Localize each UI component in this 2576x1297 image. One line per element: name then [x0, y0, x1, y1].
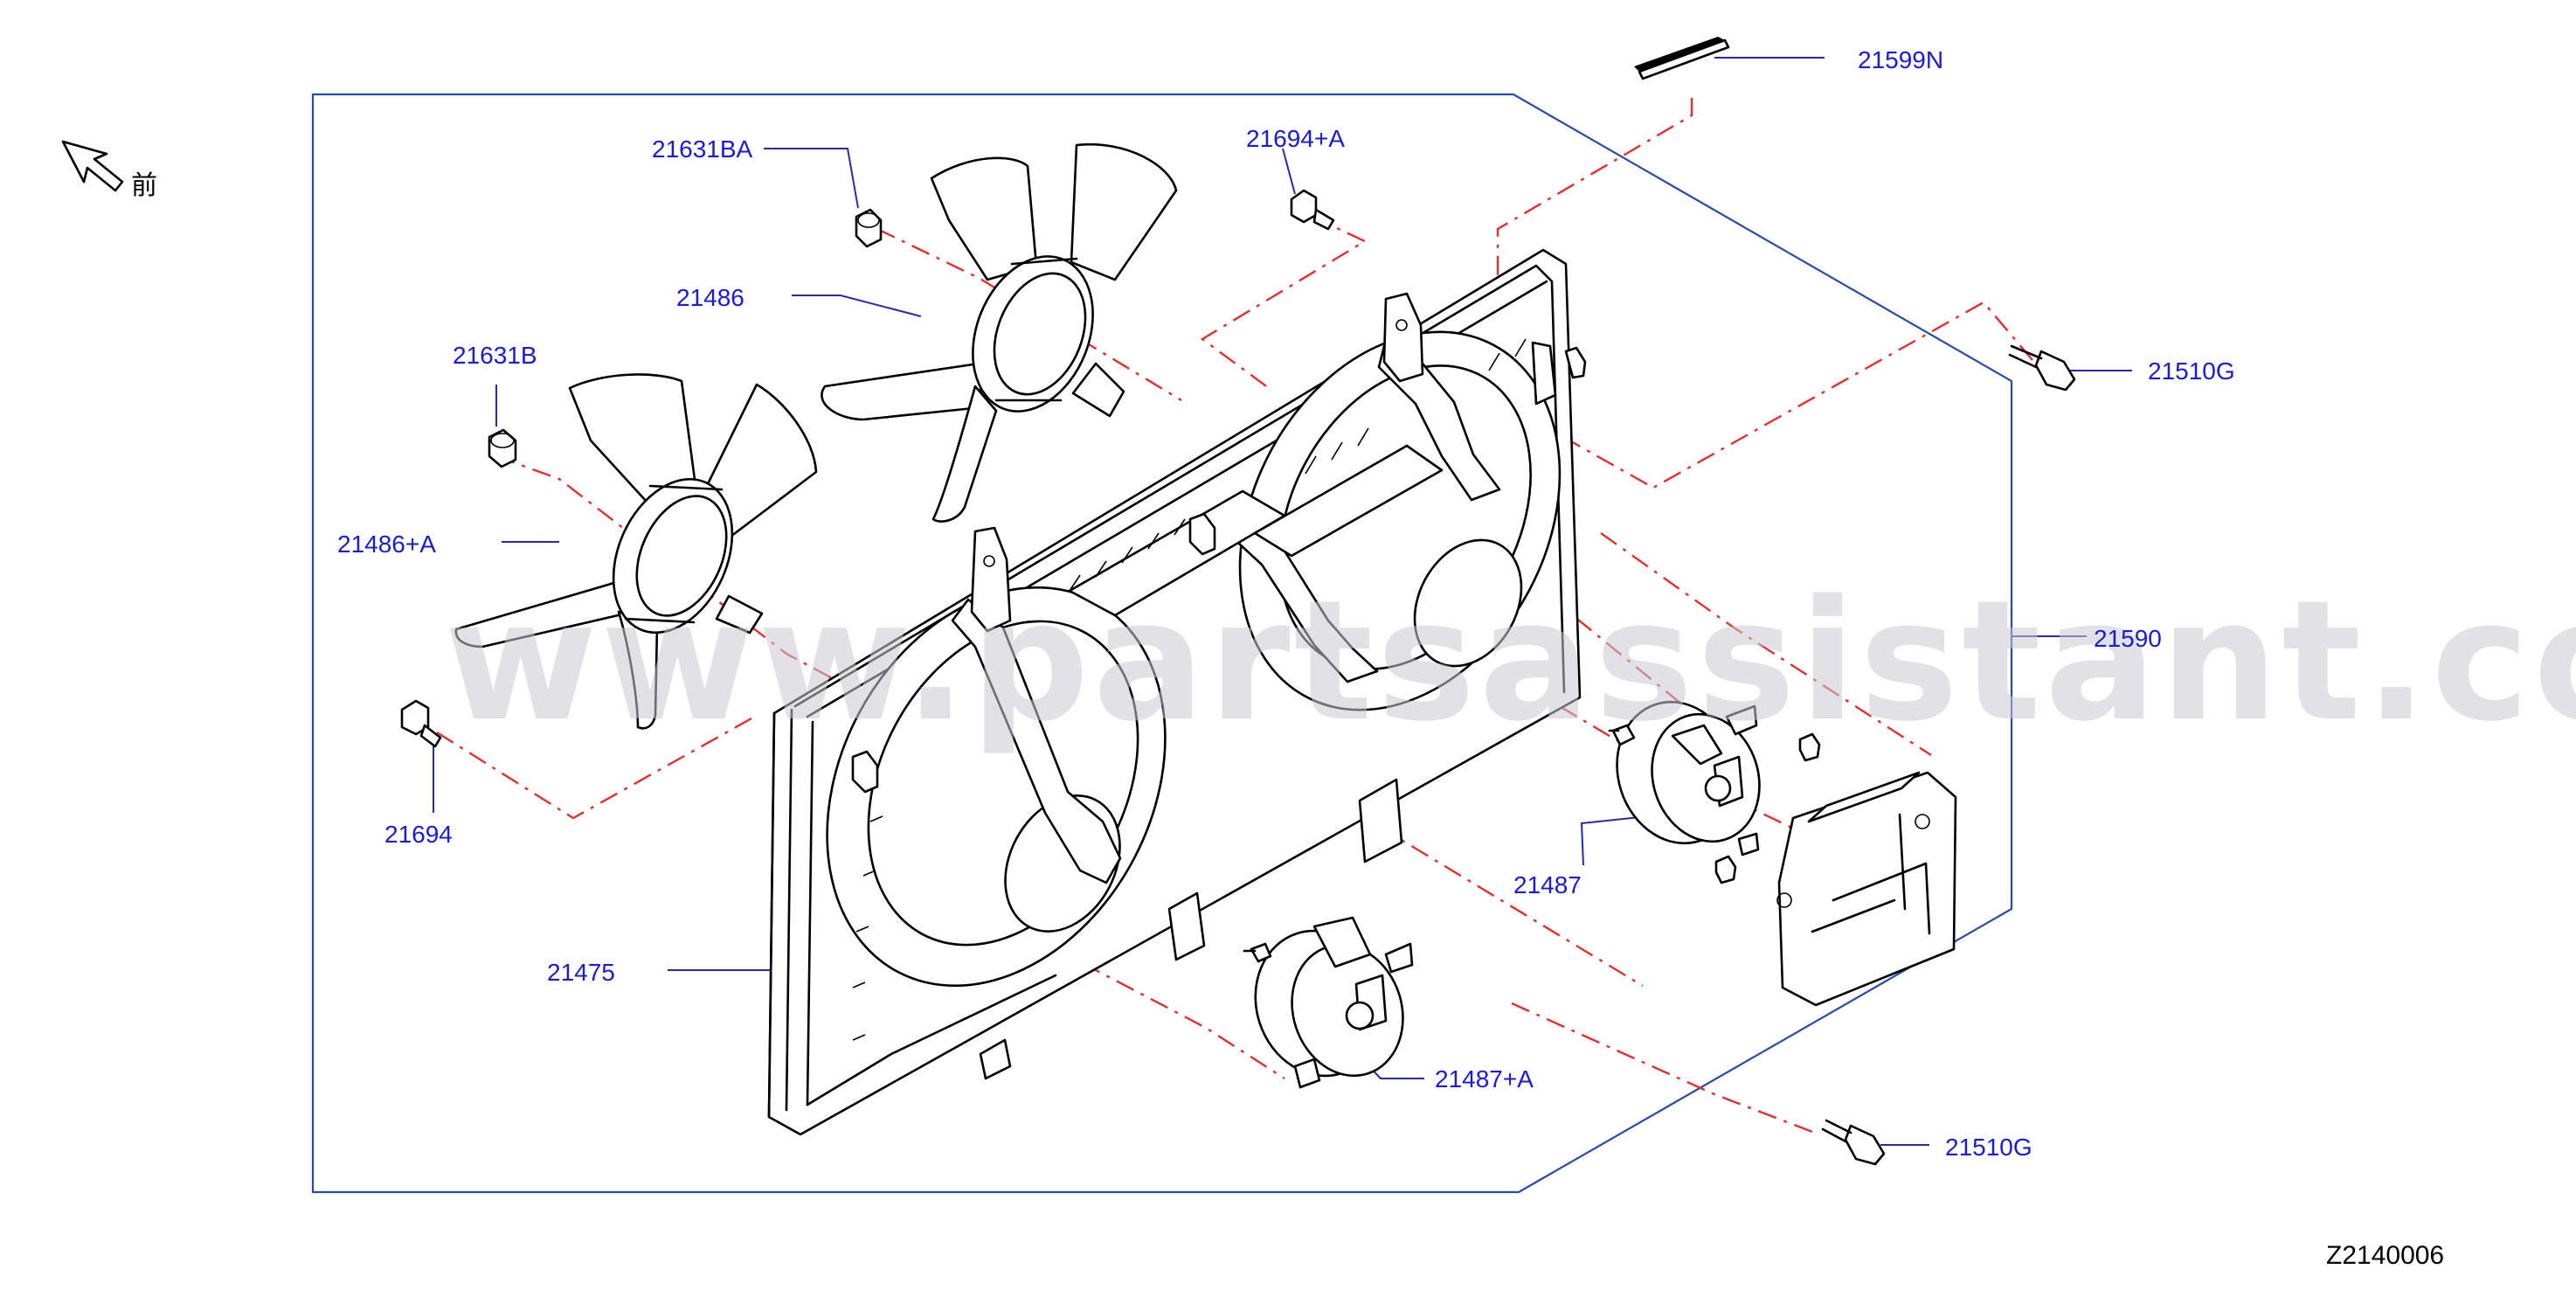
- fan-motor-right: [1608, 700, 1761, 857]
- label-21599N[interactable]: 21599N: [1858, 46, 1943, 73]
- nut-21631BA: [855, 208, 883, 248]
- label-21694[interactable]: 21694: [384, 821, 453, 848]
- front-label: 前: [131, 170, 157, 201]
- bolt-21694: [400, 699, 442, 748]
- screw-21510G-bottom: [1821, 1119, 1886, 1166]
- label-21510G-top[interactable]: 21510G: [2148, 357, 2235, 385]
- motor-cover-bracket: [1776, 771, 1957, 1007]
- label-21486A[interactable]: 21486+A: [337, 531, 436, 558]
- small-nuts: [1714, 732, 1821, 884]
- fan-shroud: [767, 248, 1587, 1136]
- bolt-21694A: [1290, 189, 1335, 231]
- label-21487A[interactable]: 21487+A: [1435, 1065, 1534, 1092]
- screw-21510G-top: [2008, 344, 2076, 392]
- label-21694A[interactable]: 21694+A: [1246, 125, 1345, 152]
- assembly-boundary: [311, 93, 2013, 1194]
- diagram-code: Z2140006: [2326, 1241, 2444, 1270]
- fan-motor-left: [1243, 916, 1414, 1089]
- part-labels: 21599N 21631BA 21694+A 21486 21631B 2151…: [337, 46, 2235, 1161]
- label-21590[interactable]: 21590: [2094, 625, 2162, 652]
- label-tag-part: [1634, 37, 1730, 80]
- label-21631BA[interactable]: 21631BA: [652, 135, 753, 163]
- label-21510G-bottom[interactable]: 21510G: [1945, 1134, 2032, 1161]
- label-21631B[interactable]: 21631B: [453, 342, 537, 369]
- label-21487[interactable]: 21487: [1513, 871, 1582, 898]
- front-direction-marker: 前: [61, 140, 157, 201]
- watermark: www.partsassistant.com: [444, 565, 2576, 758]
- front-arrow-icon: [61, 140, 124, 192]
- label-21486[interactable]: 21486: [676, 284, 744, 311]
- fan-blade-left: [454, 373, 818, 730]
- label-21475[interactable]: 21475: [547, 959, 615, 986]
- fan-blade-upper: [821, 142, 1178, 523]
- nut-21631B: [488, 428, 517, 468]
